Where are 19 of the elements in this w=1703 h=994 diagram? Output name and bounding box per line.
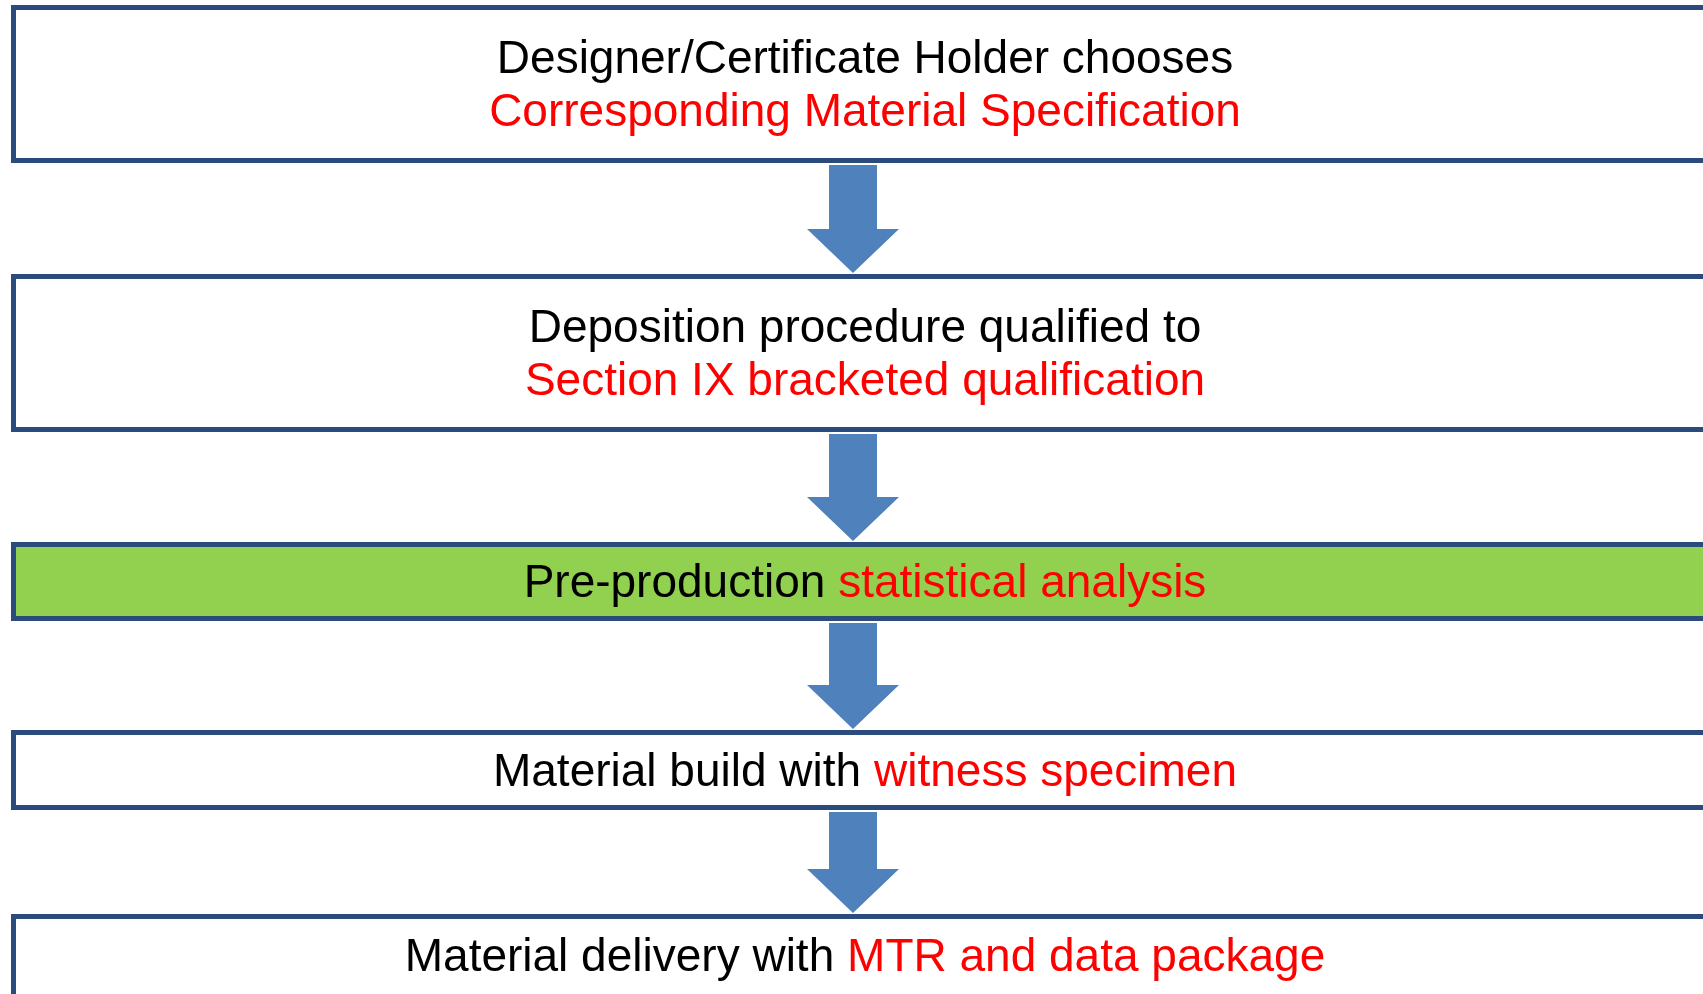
block-arrow [807, 812, 899, 913]
box-text: statistical analysis [838, 555, 1207, 608]
box-text: witness specimen [874, 743, 1238, 797]
block-arrow [807, 165, 899, 273]
process-box [11, 542, 1703, 621]
process-box [11, 274, 1703, 432]
box-text: Designer/Certificate Holder chooses [496, 31, 1234, 84]
process-box [11, 914, 1703, 994]
box-text: Material build with [492, 743, 862, 797]
process-box [11, 5, 1703, 163]
box-text: Pre-production [523, 555, 826, 608]
process-box [11, 730, 1703, 810]
block-arrow [807, 623, 899, 729]
block-arrow [807, 434, 899, 541]
box-text: Material delivery with [404, 929, 835, 982]
box-text: Deposition procedure qualified to [528, 300, 1202, 353]
box-text: Section IX bracketed qualification [524, 353, 1206, 406]
box-text: MTR and data package [847, 929, 1326, 982]
box-text: Corresponding Material Specification [489, 84, 1241, 137]
